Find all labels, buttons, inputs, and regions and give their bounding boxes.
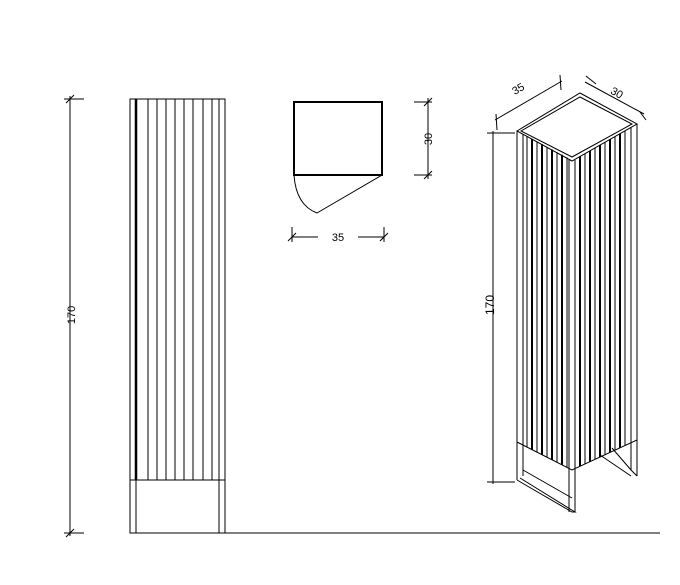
plan-view [293, 101, 383, 214]
iso-base-right [522, 447, 638, 499]
iso-flute-bottom [516, 439, 638, 471]
plan-view-body [293, 101, 383, 176]
iso-depth-label: 30 [608, 85, 625, 102]
iso-width-dimension: 35 [494, 74, 563, 131]
front-view-flutes [134, 99, 220, 480]
plan-width-label: 35 [332, 232, 344, 244]
iso-depth-dimension: 30 [584, 75, 647, 121]
iso-view [515, 92, 639, 513]
iso-height-dimension: 170 [483, 131, 515, 484]
front-view-outline [129, 98, 226, 534]
iso-height-label: 170 [483, 295, 497, 315]
iso-base-left [516, 477, 577, 513]
iso-width-label: 35 [510, 81, 527, 98]
iso-flutes [526, 130, 626, 468]
front-height-dimension: 170 [64, 94, 84, 538]
plan-depth-label: 30 [423, 133, 435, 145]
plan-width-dimension: 35 [287, 227, 389, 244]
front-height-label: 170 [66, 306, 78, 324]
iso-top-inner [519, 96, 634, 158]
front-view [129, 98, 226, 534]
plan-depth-dimension: 30 [414, 97, 435, 180]
plan-view-door-swing [293, 174, 383, 214]
